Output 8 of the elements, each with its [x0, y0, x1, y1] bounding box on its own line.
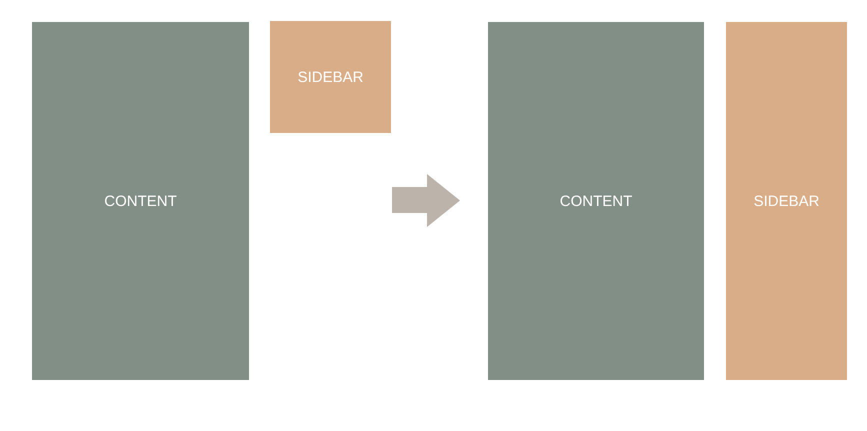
block-label: CONTENT [104, 192, 177, 210]
block-label: SIDEBAR [298, 68, 364, 86]
content-block [488, 22, 704, 380]
block-label: SIDEBAR [754, 192, 820, 210]
content-block [32, 22, 249, 380]
block-label: CONTENT [560, 192, 632, 210]
sidebar-block [270, 21, 391, 133]
sidebar-block [726, 22, 847, 380]
